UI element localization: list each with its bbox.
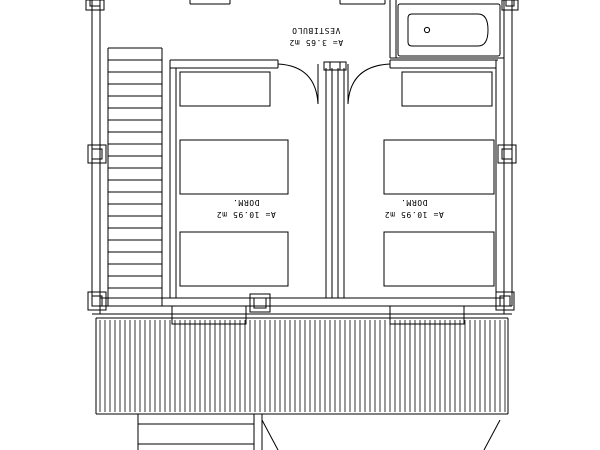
corner-column-top-left (85, 0, 105, 11)
dorm-right-name: DORM. (400, 198, 427, 207)
column-right-bottom (495, 291, 515, 311)
stair (107, 47, 163, 306)
entry-ramp-right (483, 419, 501, 450)
bed-left-top (179, 71, 271, 107)
bed-left-middle (179, 139, 289, 195)
vestibulo-area: A= 3.65 m2 (289, 38, 343, 47)
bed-left-bottom (179, 231, 289, 287)
interior-walls (169, 59, 498, 298)
dorm-right-area: A= 10.95 m2 (384, 210, 444, 219)
bed-right-middle (383, 139, 495, 195)
column-right-mid (497, 144, 517, 164)
vestibulo-name: VESTIBULO (292, 26, 341, 35)
label-vestibulo: A= 3.65 m2 VESTIBULO (289, 26, 343, 47)
column-left-bottom (87, 291, 107, 311)
deck (95, 317, 509, 415)
bathroom (389, 0, 504, 59)
bed-right-top (401, 71, 493, 107)
window-top-right (339, 0, 386, 5)
bathtub (397, 3, 501, 57)
label-dorm-right: A= 10.95 m2 DORM. (384, 198, 444, 219)
column-left-mid (87, 144, 107, 164)
bed-right-bottom (383, 231, 495, 287)
column-center-bottom (249, 293, 271, 313)
dorm-left-area: A= 10.95 m2 (216, 210, 276, 219)
door-left-bedroom (277, 60, 319, 105)
dorm-left-name: DORM. (232, 198, 259, 207)
window-bottom-right (389, 305, 465, 325)
window-top-left (189, 0, 231, 5)
corner-column-top-right (501, 0, 519, 11)
door-right-bedroom (347, 60, 391, 105)
label-dorm-left: A= 10.95 m2 DORM. (216, 198, 276, 219)
entry-steps (137, 414, 279, 450)
